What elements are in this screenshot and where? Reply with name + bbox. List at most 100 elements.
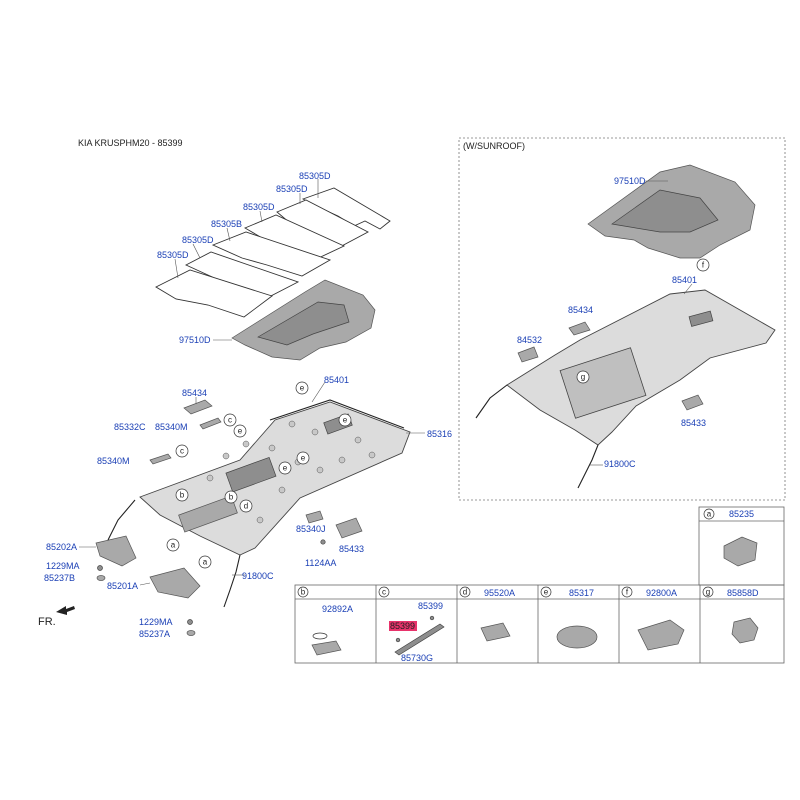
detail-d-part[interactable]: 95520A [484, 588, 515, 598]
callout-85401-main[interactable]: 85401 [324, 375, 349, 385]
svg-text:c: c [382, 588, 386, 597]
svg-text:b: b [301, 588, 306, 597]
detail-d-95520A-module [480, 622, 511, 642]
callout-85305D-5[interactable]: 85305D [299, 171, 331, 181]
ref-circles-main: e e c e c b e e b d a a [166, 381, 352, 569]
callout-97510D-main[interactable]: 97510D [179, 335, 211, 345]
callout-85202A[interactable]: 85202A [46, 542, 77, 552]
sound-pad-85305D-1[interactable] [155, 269, 273, 318]
detail-f-92800A-lamp [637, 619, 685, 651]
headliner-85401-sunroof[interactable] [506, 289, 776, 446]
detail-box-g-letter [702, 586, 714, 598]
grip-bracket-85340M-2[interactable] [149, 453, 172, 465]
detail-box-d-letter [459, 586, 471, 598]
svg-text:e: e [544, 588, 549, 597]
callout-91800C-sunroof[interactable]: 91800C [604, 459, 636, 469]
sunroof-opening [559, 347, 647, 419]
detail-b-92892A-lamp [311, 640, 342, 656]
detail-c-part-top[interactable]: 85399 [418, 601, 443, 611]
ref-circle-g-sunroof [576, 370, 590, 384]
leader-85201A [139, 582, 151, 586]
callout-85305D-4[interactable]: 85305D [276, 184, 308, 194]
leader-85305B [259, 210, 263, 223]
detail-c-clip-1 [395, 637, 401, 643]
callout-85434-main[interactable]: 85434 [182, 388, 207, 398]
callout-85305D-2[interactable]: 85305D [182, 235, 214, 245]
detail-c-clip-2 [429, 615, 435, 621]
callout-85316[interactable]: 85316 [427, 429, 452, 439]
detail-box-f-letter [621, 586, 633, 598]
callout-85305D-3[interactable]: 85305D [243, 202, 275, 212]
svg-text:g: g [581, 373, 585, 382]
sunroof-variant-label: (W/SUNROOF) [463, 141, 525, 151]
wiring-91800C-sunroof[interactable] [577, 444, 599, 489]
svg-text:c: c [228, 416, 232, 425]
sound-pad-85305D-3[interactable] [211, 231, 332, 277]
callout-84532[interactable]: 84532 [517, 335, 542, 345]
detail-e-part[interactable]: 85317 [569, 588, 594, 598]
callout-85237B[interactable]: 85237B [44, 573, 75, 583]
callout-1124AA[interactable]: 1124AA [305, 558, 336, 568]
callout-85433-sunroof[interactable]: 85433 [681, 418, 706, 428]
svg-text:a: a [171, 541, 176, 550]
detail-b-part[interactable]: 92892A [322, 604, 353, 614]
callout-85433-main[interactable]: 85433 [339, 544, 364, 554]
sun-visor-85202A[interactable] [95, 535, 137, 567]
svg-text:a: a [203, 558, 208, 567]
callout-85237A[interactable]: 85237A [139, 629, 170, 639]
detail-c-part-bottom[interactable]: 85730G [401, 653, 433, 663]
svg-text:b: b [180, 491, 185, 500]
detail-c-highlight [389, 621, 417, 631]
leader-85401-sunroof [683, 283, 693, 295]
callout-85305D-1[interactable]: 85305D [157, 250, 189, 260]
detail-c-85730G-rail [394, 623, 445, 656]
svg-text:e: e [283, 464, 288, 473]
detail-c-part-highlight[interactable]: 85399 [390, 621, 415, 631]
callout-91800C-main[interactable]: 91800C [242, 571, 274, 581]
bracket-85340J[interactable] [305, 510, 324, 524]
wiring-91800C-main[interactable] [223, 554, 241, 608]
svg-text:b: b [229, 493, 234, 502]
callout-1229MA-2[interactable]: 1229MA [139, 617, 173, 627]
svg-text:a: a [707, 510, 712, 519]
grip-bracket-85340M-1[interactable] [199, 417, 222, 430]
callout-97510D-sunroof[interactable]: 97510D [614, 176, 646, 186]
detail-a-part[interactable]: 85235 [729, 509, 754, 519]
svg-text:e: e [300, 384, 305, 393]
bracket-85434-sunroof[interactable] [568, 321, 591, 336]
bracket-84532[interactable] [517, 346, 539, 363]
callout-85434-sunroof[interactable]: 85434 [568, 305, 593, 315]
detail-g-85858D-clip [731, 617, 759, 644]
bracket-85433-main[interactable] [335, 517, 363, 539]
wiring-main-front [107, 499, 136, 541]
sunroof-dome-lamp [688, 310, 714, 327]
detail-f-part[interactable]: 92800A [646, 588, 677, 598]
sun-visor-85201A[interactable] [149, 567, 201, 599]
callout-85305B[interactable]: 85305B [211, 219, 242, 229]
svg-text:f: f [702, 261, 705, 270]
bracket-85433-sunroof[interactable] [681, 394, 704, 411]
detail-box-e-letter [540, 586, 552, 598]
callout-85340M-1[interactable]: 85340M [155, 422, 188, 432]
detail-g-part[interactable]: 85858D [727, 588, 759, 598]
detail-a-85235-clip [723, 536, 758, 567]
leader-85401-main [311, 381, 326, 403]
svg-text:d: d [463, 588, 467, 597]
svg-text:f: f [626, 588, 629, 597]
callout-85340M-2[interactable]: 85340M [97, 456, 130, 466]
callout-85340J[interactable]: 85340J [296, 524, 326, 534]
callout-85201A[interactable]: 85201A [107, 581, 138, 591]
bracket-85434[interactable] [183, 399, 213, 415]
ref-circle-f-sunroof [696, 258, 710, 272]
svg-text:e: e [343, 416, 348, 425]
svg-text:e: e [238, 427, 243, 436]
svg-text:e: e [301, 454, 306, 463]
clip-85237B [96, 575, 106, 581]
callout-85401-sunroof[interactable]: 85401 [672, 275, 697, 285]
svg-text:c: c [180, 447, 184, 456]
callout-1229MA-1[interactable]: 1229MA [46, 561, 80, 571]
wiring-sunroof-front [475, 384, 508, 419]
callout-85332C[interactable]: 85332C [114, 422, 146, 432]
